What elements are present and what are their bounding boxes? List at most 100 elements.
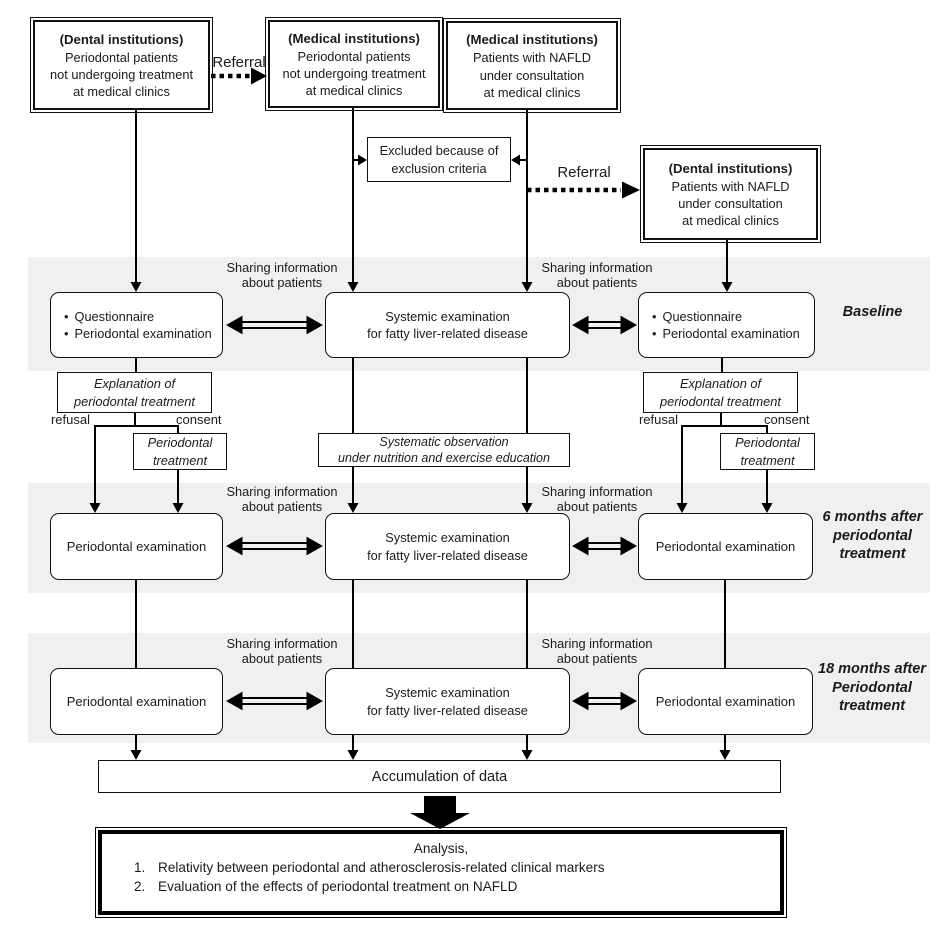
box-dental-institutions-periodontal: (Dental institutions) Periodontal patien… <box>30 17 213 113</box>
item-text: Periodontal examination <box>74 326 212 341</box>
box-line: Periodontal <box>147 435 213 451</box>
bullet-icon: • <box>652 308 657 324</box>
box-line: Systemic examination <box>385 308 510 324</box>
item-number: 1. <box>134 860 146 875</box>
sharing-line: about patients <box>241 275 323 291</box>
label-line: 18 months after <box>818 661 926 677</box>
box-line: Explanation of <box>679 376 762 392</box>
box-title: (Medical institutions) <box>466 32 598 48</box>
sharing-line: Sharing information <box>541 484 653 499</box>
box-line: Periodontal patients <box>297 48 411 64</box>
box-line: Systemic examination <box>385 530 510 546</box>
box-title: (Dental institutions) <box>59 31 184 47</box>
refusal-label-left: refusal <box>50 412 90 427</box>
sharing-line: Sharing information <box>226 636 338 651</box>
box-medical-institutions-periodontal: (Medical institutions) Periodontal patie… <box>265 17 443 111</box>
box-periodontal-treatment-left: Periodontal treatment <box>133 433 227 470</box>
sharing-line: Sharing information <box>226 484 338 499</box>
arrowhead-icons <box>89 154 773 760</box>
sharing-line: Sharing information <box>541 636 653 651</box>
box-line: for fatty liver-related disease <box>367 547 528 563</box>
sharing-line: about patients <box>556 651 638 667</box>
analysis-item: 2. Evaluation of the effects of periodon… <box>134 879 780 894</box>
item-text: Questionnaire <box>74 308 155 324</box>
box-line: Explanation of <box>93 376 176 392</box>
box-line: exclusion criteria <box>391 160 487 176</box>
box-questionnaire-right: • Questionnaire • Periodontal examination <box>638 292 815 358</box>
referral-label-2: Referral <box>557 164 611 181</box>
label-18-months: 18 months after Periodontal treatment <box>812 660 932 716</box>
analysis-item: 1. Relativity between periodontal and at… <box>134 860 780 875</box>
box-line: under consultation <box>479 67 585 83</box>
sharing-line: about patients <box>241 499 323 515</box>
label-baseline: Baseline <box>842 304 903 320</box>
box-excluded: Excluded because of exclusion criteria <box>367 137 511 182</box>
box-line: periodontal treatment <box>660 393 781 409</box>
analysis-title: Analysis, <box>413 841 469 856</box>
box-explanation-right: Explanation of periodontal treatment <box>643 372 798 413</box>
box-systemic-exam-18m: Systemic examination for fatty liver-rel… <box>325 668 570 735</box>
box-medical-institutions-nafld: (Medical institutions) Patients with NAF… <box>443 18 621 113</box>
box-line: Patients with NAFLD <box>671 178 790 194</box>
label-line: treatment <box>838 698 906 715</box>
item-text: Relativity between periodontal and ather… <box>158 860 605 875</box>
label-line: Periodontal <box>832 679 912 696</box>
label-6-months: 6 months after periodontal treatment <box>815 508 930 564</box>
box-title: (Medical institutions) <box>288 30 420 46</box>
box-accumulation: Accumulation of data <box>98 760 781 793</box>
sharing-info-18m-left: Sharing information about patients <box>217 636 347 667</box>
box-line: Periodontal patients <box>64 49 179 65</box>
sharing-double-arrows <box>225 315 638 711</box>
box-line: not undergoing treatment <box>50 67 193 82</box>
box-line: Excluded because of <box>379 143 499 159</box>
box-periodontal-exam-6m-left: Periodontal examination <box>50 513 223 580</box>
box-periodontal-exam-18m-right: Periodontal examination <box>638 668 813 735</box>
box-dental-institutions-nafld: (Dental institutions) Patients with NAFL… <box>640 145 821 243</box>
box-line: Periodontal <box>735 435 800 451</box>
box-line: Patients with NAFLD <box>472 50 592 66</box>
box-questionnaire-left: • Questionnaire • Periodontal examination <box>50 292 223 358</box>
item-text: Questionnaire <box>662 308 743 324</box>
label-line: treatment <box>839 546 906 563</box>
sharing-info-18m-right: Sharing information about patients <box>532 636 662 667</box>
box-systemic-exam-baseline: Systemic examination for fatty liver-rel… <box>325 292 570 358</box>
box-periodontal-exam-18m-left: Periodontal examination <box>50 668 223 735</box>
box-line: Accumulation of data <box>371 768 508 785</box>
consent-label-right: consent <box>764 412 810 427</box>
bullet-item: • Periodontal examination <box>652 325 814 342</box>
bullet-icon: • <box>652 326 657 341</box>
box-line: treatment <box>152 452 208 468</box>
box-line: not undergoing treatment <box>282 66 426 81</box>
sharing-line: Sharing information <box>226 260 338 275</box>
box-line: under nutrition and exercise education <box>338 451 550 465</box>
label-line: periodontal <box>833 527 912 544</box>
box-line: Systemic examination <box>385 685 510 701</box>
sharing-info-baseline-left: Sharing information about patients <box>217 260 347 291</box>
box-line: Periodontal examination <box>655 539 796 554</box>
box-line: periodontal treatment <box>74 393 195 409</box>
bullet-item: • Questionnaire <box>64 308 222 325</box>
bullet-icon: • <box>64 326 69 341</box>
referral-label-1: Referral <box>212 54 266 71</box>
label-line: 6 months after <box>822 509 923 525</box>
box-line: for fatty liver-related disease <box>367 702 528 718</box>
box-line: under consultation <box>678 196 783 211</box>
box-title: (Dental institutions) <box>668 160 793 176</box>
box-explanation-left: Explanation of periodontal treatment <box>57 372 212 413</box>
box-line: Periodontal examination <box>66 539 207 554</box>
box-line: at medical clinics <box>483 84 581 100</box>
sharing-line: about patients <box>241 651 323 667</box>
box-line: treatment <box>740 452 795 468</box>
box-systemic-exam-6m: Systemic examination for fatty liver-rel… <box>325 513 570 580</box>
box-line: at medical clinics <box>682 213 779 229</box>
sharing-line: Sharing information <box>541 260 653 275</box>
box-systematic-observation: Systematic observation under nutrition a… <box>318 433 570 467</box>
bullet-icon: • <box>64 308 69 324</box>
box-line: at medical clinics <box>305 83 403 99</box>
sharing-info-6m-right: Sharing information about patients <box>532 484 662 515</box>
bullet-item: • Periodontal examination <box>64 325 222 342</box>
sharing-line: about patients <box>556 275 638 291</box>
item-text: Periodontal examination <box>662 326 800 341</box>
box-analysis: Analysis, 1. Relativity between periodon… <box>94 826 788 919</box>
sharing-info-baseline-right: Sharing information about patients <box>532 260 662 291</box>
